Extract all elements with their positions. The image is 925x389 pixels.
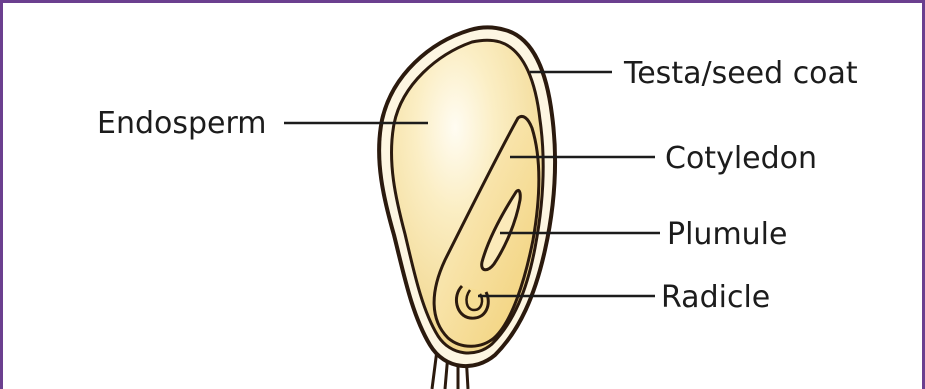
label-cotyledon: Cotyledon bbox=[665, 141, 817, 176]
label-testa: Testa/seed coat bbox=[623, 56, 858, 91]
label-plumule: Plumule bbox=[667, 217, 787, 252]
label-radicle: Radicle bbox=[661, 280, 770, 315]
label-endosperm: Endosperm bbox=[97, 106, 267, 141]
